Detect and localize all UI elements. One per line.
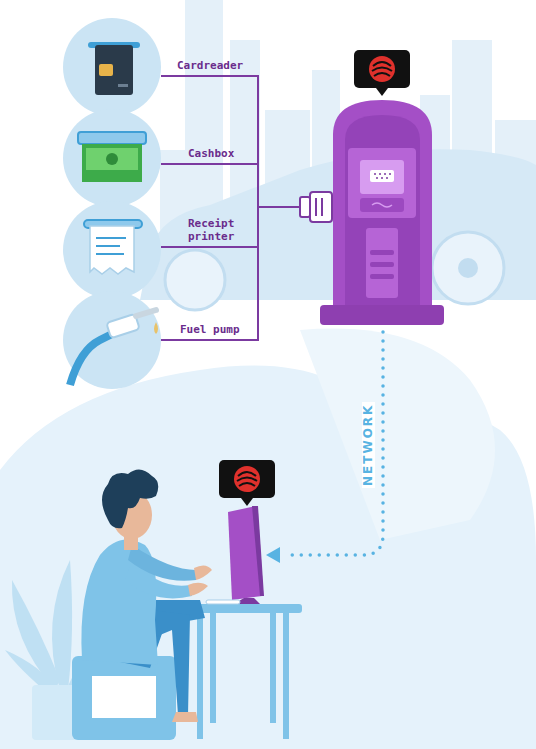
wire	[161, 76, 258, 340]
connector-plug	[300, 192, 332, 222]
connector-plug	[315, 198, 317, 216]
kiosk-terminal	[376, 177, 378, 179]
wire-label: Receipt printer	[188, 217, 248, 243]
wire-label: Cardreader	[177, 59, 267, 72]
logo-badge	[369, 56, 395, 82]
connector-plug	[321, 198, 323, 216]
receipt-printer-icon	[90, 226, 134, 274]
desk	[186, 604, 302, 739]
kiosk-terminal	[360, 198, 404, 212]
device-circle	[63, 18, 161, 116]
receipt-printer-icon	[96, 237, 126, 239]
desk	[197, 613, 203, 739]
kiosk-terminal	[379, 173, 381, 175]
wire-label: Cashbox	[188, 147, 258, 160]
kiosk-terminal	[345, 115, 420, 310]
device-circle	[63, 201, 161, 299]
wire	[161, 76, 300, 340]
computer-monitor	[206, 600, 240, 604]
kiosk-terminal	[348, 148, 416, 218]
stool	[72, 656, 176, 740]
logo-badge	[237, 472, 257, 486]
car-silhouette	[165, 250, 225, 310]
cardreader-icon	[95, 45, 133, 95]
computer-monitor	[206, 506, 264, 604]
arrowhead	[266, 547, 280, 563]
kiosk-terminal	[386, 177, 388, 179]
device-circle	[63, 18, 161, 389]
desk	[186, 604, 302, 613]
kiosk-terminal	[370, 170, 394, 182]
kiosk-terminal	[389, 173, 391, 175]
stool	[72, 656, 176, 740]
desk	[210, 613, 216, 723]
receipt-printer-icon	[96, 245, 120, 247]
receipt-printer-icon	[96, 238, 126, 254]
background-blob	[300, 329, 495, 540]
logo-badge	[376, 88, 388, 96]
kiosk-terminal	[370, 250, 394, 255]
network-label: NETWORK	[362, 402, 375, 488]
kiosk-terminal	[370, 274, 394, 279]
cashbox-icon	[78, 132, 146, 182]
fuel-nozzle-icon	[136, 310, 156, 316]
cashbox-icon	[82, 178, 142, 182]
desk	[270, 613, 276, 723]
logo-badge	[219, 460, 275, 498]
kiosk-terminal	[374, 173, 376, 175]
wire	[161, 163, 258, 165]
receipt-printer-icon	[84, 220, 142, 274]
device-circle	[63, 291, 161, 389]
person	[188, 583, 208, 596]
logo-badge	[234, 466, 260, 492]
person	[172, 712, 198, 722]
kiosk-terminal	[384, 173, 386, 175]
fuel-nozzle-icon	[70, 310, 158, 385]
connector-plug	[300, 197, 310, 217]
cashbox-icon	[106, 153, 118, 165]
cardreader-icon	[99, 64, 113, 76]
person	[102, 469, 158, 528]
kiosk-terminal	[372, 203, 392, 207]
logo-badge	[372, 62, 392, 76]
plant	[52, 560, 72, 690]
kiosk-terminal	[374, 173, 391, 179]
logo-badge	[241, 498, 253, 506]
wire	[258, 206, 300, 208]
logo-badge	[219, 460, 275, 506]
cashbox-icon	[82, 144, 142, 178]
desk	[283, 613, 289, 739]
cardreader-icon	[118, 84, 128, 87]
kiosk-terminal	[370, 262, 394, 267]
kiosk-terminal	[366, 228, 398, 298]
fuel-nozzle-icon	[154, 322, 158, 334]
receipt-printer-icon	[96, 253, 124, 255]
fuel-nozzle-icon	[70, 330, 120, 385]
wire	[161, 246, 258, 248]
kiosk-terminal	[320, 100, 444, 325]
connector-plug	[310, 192, 332, 222]
kiosk-terminal	[381, 177, 383, 179]
cardreader-icon	[88, 42, 140, 95]
person	[194, 565, 212, 580]
stool	[92, 676, 156, 718]
kiosk-terminal	[333, 100, 432, 310]
cashbox-icon	[86, 148, 138, 170]
person	[81, 469, 212, 722]
logo-badge	[354, 50, 410, 96]
kiosk-terminal	[320, 305, 444, 325]
device-circle	[63, 109, 161, 207]
kiosk-terminal	[370, 250, 394, 279]
car-silhouette	[458, 258, 478, 278]
computer-monitor	[252, 506, 264, 596]
kiosk-terminal	[360, 160, 404, 194]
network-link	[285, 332, 383, 555]
cashbox-icon	[78, 132, 146, 144]
car-silhouette	[432, 232, 504, 304]
logo-badge	[354, 50, 410, 88]
wire-label: Fuel pump	[180, 323, 260, 336]
person	[128, 545, 196, 581]
